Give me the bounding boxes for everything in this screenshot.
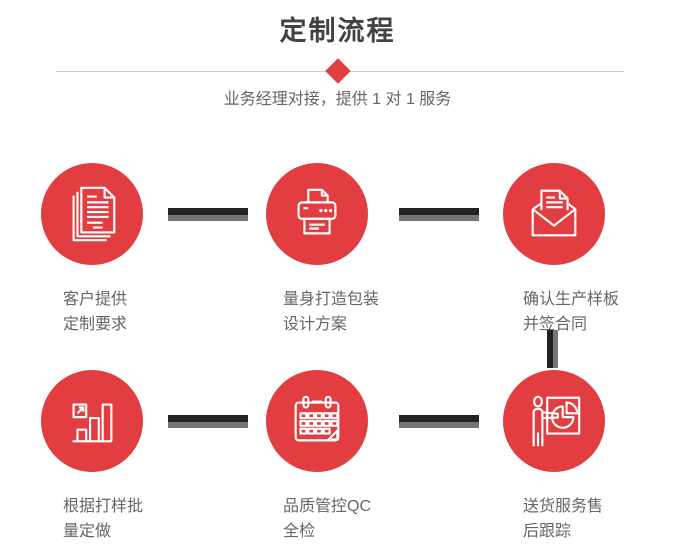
step-label-6-line2: 后跟踪 xyxy=(523,523,572,540)
step-label-1-line2: 定制要求 xyxy=(63,316,128,333)
connector-step5-step6 xyxy=(399,415,479,428)
diamond-icon xyxy=(325,58,351,84)
step-label-4-line1: 根据打样批 xyxy=(63,498,144,515)
connector-step4-step5 xyxy=(168,415,248,428)
step-label-5-line1: 品质管控QC xyxy=(283,498,372,515)
calendar-icon xyxy=(294,395,340,442)
page-subtitle: 业务经理对接，提供 1 对 1 服务 xyxy=(223,91,452,108)
step-label-2: 量身打造包装 设计方案 xyxy=(283,287,379,337)
envelope-icon xyxy=(531,189,577,237)
step-circle-2 xyxy=(266,163,368,265)
step-circle-4 xyxy=(41,370,143,472)
step-label-2-line1: 量身打造包装 xyxy=(283,291,380,308)
connector-step1-step2 xyxy=(168,208,248,221)
step-label-6: 送货服务售 后跟踪 xyxy=(523,494,603,544)
documents-icon xyxy=(72,186,116,242)
step-label-3-line2: 并签合同 xyxy=(523,316,588,333)
step-label-2-line2: 设计方案 xyxy=(283,316,348,333)
step-label-3: 确认生产样板 并签合同 xyxy=(523,287,619,337)
step-label-5-line2: 全检 xyxy=(283,523,316,540)
step-label-3-line1: 确认生产样板 xyxy=(523,291,620,308)
step-label-4: 根据打样批 量定做 xyxy=(63,494,143,544)
step-label-5: 品质管控QC 全检 xyxy=(283,494,371,544)
step-circle-5 xyxy=(266,370,368,472)
step-circle-6 xyxy=(503,370,605,472)
bar-chart-icon xyxy=(72,403,113,443)
connector-step2-step3 xyxy=(399,208,479,221)
step-circle-1 xyxy=(41,163,143,265)
printer-icon xyxy=(297,188,337,235)
step-label-1: 客户提供 定制要求 xyxy=(63,287,127,337)
step-circle-3 xyxy=(503,163,605,265)
connector-step3-step6 xyxy=(547,330,558,368)
step-label-1-line1: 客户提供 xyxy=(63,291,128,308)
page-title: 定制流程 xyxy=(279,16,396,46)
step-label-4-line2: 量定做 xyxy=(63,523,112,540)
step-label-6-line1: 送货服务售 xyxy=(523,498,604,515)
presentation-icon xyxy=(532,395,581,447)
